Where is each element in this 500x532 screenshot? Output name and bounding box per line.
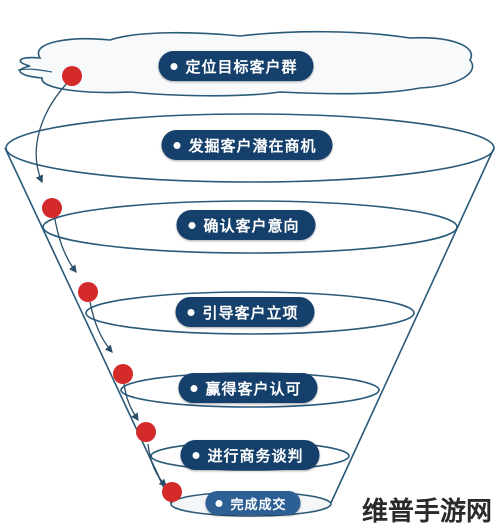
arrow-icon — [123, 383, 139, 422]
red-dot-marker-icon — [162, 482, 182, 502]
bullet-dot-icon — [190, 384, 198, 392]
stage-pill-confirm-intent: 确认客户意向 — [176, 210, 316, 240]
arrow-icon — [147, 443, 167, 487]
stage-label: 确认客户意向 — [203, 216, 300, 235]
stage-label: 完成成交 — [230, 497, 287, 513]
stage-label: 进行商务谈判 — [207, 446, 304, 465]
bullet-dot-icon — [192, 451, 200, 459]
stage-label: 赢得客户认可 — [205, 379, 302, 398]
red-dot-marker-icon — [113, 364, 133, 384]
bullet-dot-icon — [173, 141, 181, 149]
funnel-level-ring — [85, 291, 415, 335]
stage-label: 发掘客户潜在商机 — [188, 136, 317, 155]
funnel-rim — [5, 113, 495, 183]
stage-pill-discover-opportunities: 发掘客户潜在商机 — [161, 130, 333, 160]
stage-pill-close-deal: 完成成交 — [205, 491, 301, 515]
red-dot-marker-icon — [136, 422, 156, 442]
bullet-dot-icon — [187, 308, 195, 316]
red-dot-marker-icon — [78, 282, 98, 302]
stage-pill-target-customers: 定位目标客户群 — [158, 51, 314, 81]
bullet-dot-icon — [170, 62, 178, 70]
stage-pill-win-approval: 赢得客户认可 — [178, 373, 318, 403]
arrow-icon — [53, 213, 77, 274]
funnel-level-ring — [42, 200, 458, 254]
stage-label: 定位目标客户群 — [185, 57, 298, 76]
stage-label: 引导客户立项 — [202, 303, 299, 322]
bullet-dot-icon — [188, 221, 196, 229]
red-dot-marker-icon — [62, 66, 82, 86]
arrow-icon — [89, 301, 113, 353]
red-dot-marker-icon — [42, 198, 62, 218]
bullet-dot-icon — [215, 499, 223, 507]
stage-pill-negotiation: 进行商务谈判 — [180, 440, 320, 470]
arrow-icon — [35, 77, 73, 184]
stage-pill-guide-project: 引导客户立项 — [175, 297, 315, 327]
watermark-text: 维普手游网 — [361, 497, 492, 527]
